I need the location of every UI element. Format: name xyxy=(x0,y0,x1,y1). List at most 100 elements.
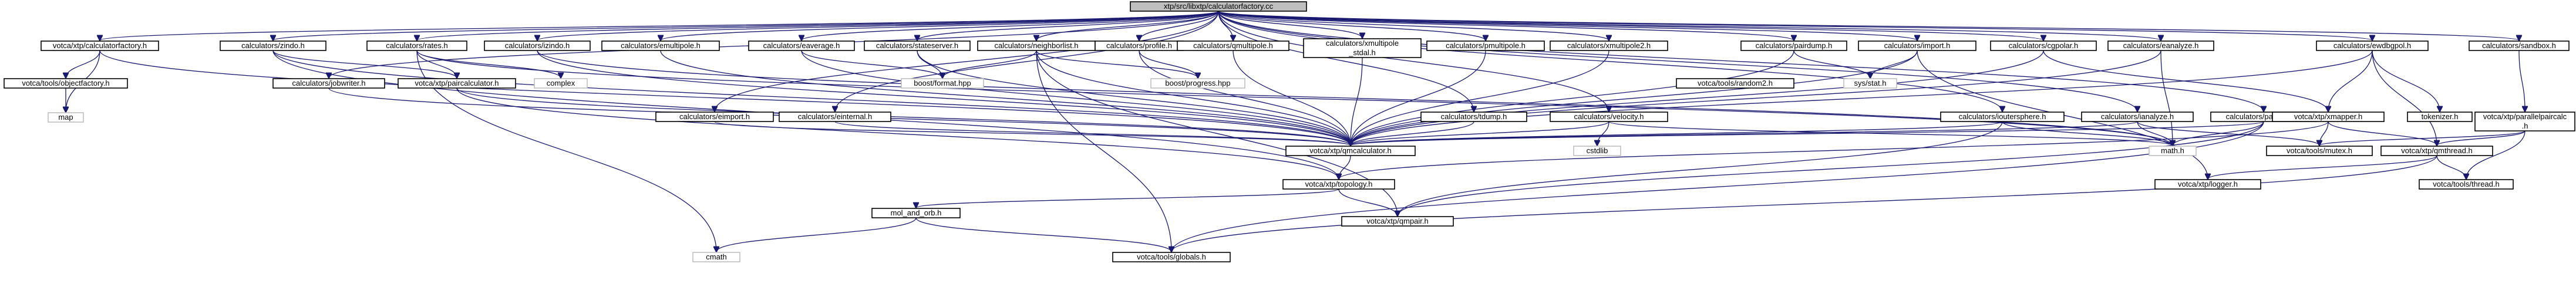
edge-ewdbgpol-to-qmthread xyxy=(2372,50,2437,146)
node-box-qmcalc xyxy=(1285,146,1416,156)
node-box-einternal xyxy=(779,112,891,122)
node-label-qmcalc: votca/xtp/qmcalculator.h xyxy=(1309,146,1391,155)
node-box-xmultipole2 xyxy=(1550,41,1668,51)
node-jobwriter[interactable]: calculators/jobwriter.h xyxy=(272,78,385,89)
node-pairdump[interactable]: calculators/pairdump.h xyxy=(1740,41,1847,51)
node-profile[interactable]: calculators/profile.h xyxy=(1095,41,1184,51)
node-thread[interactable]: votca/tools/thread.h xyxy=(2419,179,2514,190)
node-tdump[interactable]: calculators/tdump.h xyxy=(1420,112,1527,122)
node-tokenizer[interactable]: tokenizer.h xyxy=(2407,112,2473,122)
node-box-calcfactory_h xyxy=(41,41,159,51)
edge-root-to-rates xyxy=(417,11,1219,41)
node-label-qmultipole: calculators/qmultipole.h xyxy=(1193,41,1273,50)
node-label-mathh: math.h xyxy=(2161,146,2184,155)
node-label-multipole: calculators/emultipole.h xyxy=(621,41,701,50)
edge-root-to-ewdbgpol xyxy=(1218,11,2372,41)
node-box-objfactory xyxy=(4,78,128,89)
edge-root-to-eimport xyxy=(715,11,1219,112)
node-cgpolar[interactable]: calculators/cgpolar.h xyxy=(1990,41,2097,51)
node-label-line-thread-0: votca/tools/thread.h xyxy=(2433,180,2499,188)
node-parallelpaircalc[interactable]: votca/xtp/parallelpaircalc.h xyxy=(2474,112,2575,131)
node-eimport[interactable]: calculators/eimport.h xyxy=(655,112,774,122)
edge-eanalyze-to-qmcalc xyxy=(1351,50,2161,146)
node-box-mathh xyxy=(2149,146,2197,156)
edge-parallelpaircalc-to-thread xyxy=(2466,130,2526,179)
node-label-velocity: calculators/velocity.h xyxy=(1574,112,1644,121)
nodes-layer: xtp/src/libxtp/calculatorfactory.cc votca… xyxy=(4,1,2575,262)
node-xmultipole[interactable]: calculators/xmultipole_stdal.h xyxy=(1303,38,1422,58)
node-mutex[interactable]: votca/tools/mutex.h xyxy=(2266,146,2373,156)
node-logger[interactable]: votca/xtp/logger.h xyxy=(2154,179,2261,190)
node-label-ioutersphere: calculators/ioutersphere.h xyxy=(1959,112,2046,121)
node-eanalyze[interactable]: calculators/eanalyze.h xyxy=(2107,41,2214,51)
node-xmultipole2[interactable]: calculators/xmultipole2.h xyxy=(1550,41,1668,51)
edge-neighborlist-to-qmcalc xyxy=(1036,50,1351,146)
node-label-boostformat: boost/format.hpp xyxy=(914,79,971,87)
node-rates[interactable]: calculators/rates.h xyxy=(366,41,467,51)
node-label-line-sandbox-0: calculators/sandbox.h xyxy=(2482,41,2556,50)
node-box-cgpolar xyxy=(1990,41,2097,51)
node-objfactory[interactable]: votca/tools/objectfactory.h xyxy=(4,78,128,89)
edge-root-to-einternal xyxy=(835,11,1219,112)
node-ewdbgpol[interactable]: calculators/ewdbgpol.h xyxy=(2316,41,2429,51)
node-pmultipole[interactable]: calculators/pmultipole.h xyxy=(1426,41,1545,51)
node-complex: complex xyxy=(534,78,588,89)
node-multipole[interactable]: calculators/emultipole.h xyxy=(601,41,720,51)
node-neighborlist[interactable]: calculators/neighborlist.h xyxy=(977,41,1096,51)
node-label-line-qmcalc-0: votca/xtp/qmcalculator.h xyxy=(1309,146,1391,155)
node-sysstat: sys/stat.h xyxy=(1843,78,1897,89)
node-ianalyze[interactable]: calculators/ianalyze.h xyxy=(2081,112,2194,122)
node-label-einternal: calculators/einternal.h xyxy=(798,112,872,121)
edge-molorb-to-cmath xyxy=(716,217,917,252)
node-qmultipole[interactable]: calculators/qmultipole.h xyxy=(1177,41,1289,51)
node-qmcalc[interactable]: votca/xtp/qmcalculator.h xyxy=(1285,146,1416,156)
node-label-paircalc: votca/xtp/paircalculator.h xyxy=(415,79,499,87)
node-izindo[interactable]: calculators/izindo.h xyxy=(484,41,591,51)
edge-root-to-pairdump xyxy=(1218,11,1794,41)
node-box-complex xyxy=(534,78,588,89)
node-velocity[interactable]: calculators/velocity.h xyxy=(1550,112,1668,122)
node-qmpair[interactable]: votca/xtp/qmpair.h xyxy=(1341,216,1454,227)
node-box-root xyxy=(1130,1,1307,12)
node-label-line-parallelpaircalc-0: votca/xtp/parallelpaircalc xyxy=(2483,112,2567,121)
node-map: map xyxy=(48,112,84,123)
node-box-map xyxy=(48,112,84,123)
node-topology[interactable]: votca/xtp/topology.h xyxy=(1282,179,1395,190)
node-label-line-izindo-0: calculators/izindo.h xyxy=(505,41,570,50)
node-label-objfactory: votca/tools/objectfactory.h xyxy=(22,79,109,87)
node-label-ewdbgpol: calculators/ewdbgpol.h xyxy=(2333,41,2411,50)
node-label-line-boostformat-0: boost/format.hpp xyxy=(914,79,971,87)
edge-panalyze-to-qmcalc xyxy=(1351,121,2264,146)
node-qmthread[interactable]: votca/xtp/qmthread.h xyxy=(2380,146,2493,156)
node-calcfactory_h[interactable]: votca/xtp/calculatorfactory.h xyxy=(41,41,159,51)
node-label-line-xmultipole-0: calculators/xmultipole xyxy=(1326,39,1399,48)
node-ioutersphere[interactable]: calculators/ioutersphere.h xyxy=(1940,112,2065,122)
node-globals[interactable]: votca/tools/globals.h xyxy=(1112,252,1231,262)
node-einternal[interactable]: calculators/einternal.h xyxy=(779,112,891,122)
node-sandbox[interactable]: calculators/sandbox.h xyxy=(2469,41,2570,51)
node-label-line-pairdump-0: calculators/pairdump.h xyxy=(1756,41,1833,50)
edge-eaverage-to-qmcalc xyxy=(801,50,1351,146)
node-import[interactable]: calculators/import.h xyxy=(1858,41,1976,51)
node-label-qmthread: votca/xtp/qmthread.h xyxy=(2401,146,2472,155)
node-label-line-velocity-0: calculators/velocity.h xyxy=(1574,112,1644,121)
edge-pmultipole-to-qmcalc xyxy=(1351,50,1486,146)
edge-root-to-neighborlist xyxy=(1036,11,1219,41)
node-box-stateserver xyxy=(864,41,971,51)
node-boostformat: boost/format.hpp xyxy=(901,78,984,89)
node-molorb[interactable]: mol_and_orb.h xyxy=(871,208,961,218)
node-label-pairdump: calculators/pairdump.h xyxy=(1756,41,1833,50)
node-random2[interactable]: votca/tools/random2.h xyxy=(1676,78,1794,89)
edge-profile-to-qmcalc xyxy=(1139,50,1351,146)
node-paircalc[interactable]: votca/xtp/paircalculator.h xyxy=(398,78,516,89)
node-box-velocity xyxy=(1550,112,1668,122)
node-label-calcfactory_h: votca/xtp/calculatorfactory.h xyxy=(53,41,147,50)
node-xmapper[interactable]: votca/xtp/xmapper.h xyxy=(2272,112,2385,122)
node-label-import: calculators/import.h xyxy=(1884,41,1951,50)
node-eaverage[interactable]: calculators/eaverage.h xyxy=(748,41,855,51)
node-box-zindo xyxy=(220,41,326,51)
node-root[interactable]: xtp/src/libxtp/calculatorfactory.cc xyxy=(1130,1,1307,12)
node-zindo[interactable]: calculators/zindo.h xyxy=(220,41,326,51)
node-stateserver[interactable]: calculators/stateserver.h xyxy=(864,41,971,51)
node-box-ewdbgpol xyxy=(2316,41,2429,51)
